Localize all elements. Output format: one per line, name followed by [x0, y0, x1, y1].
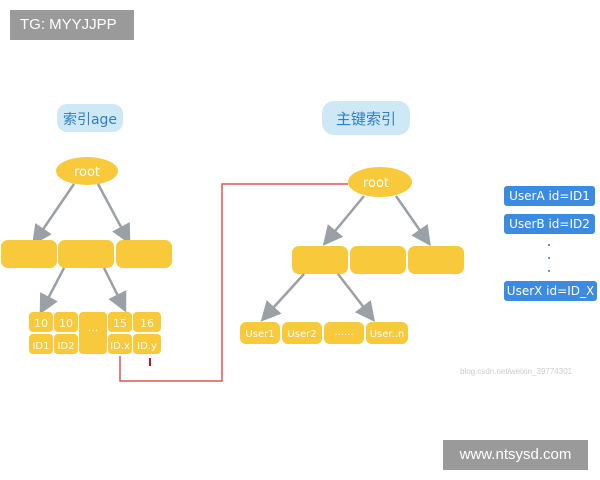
- right-leaf-label: User..n: [370, 329, 405, 340]
- right-leaf-node: [282, 322, 322, 344]
- right-root-label: root: [363, 176, 389, 191]
- ellipsis-dot: [548, 270, 550, 272]
- right-leaf-label: User2: [287, 329, 316, 340]
- left-leaf-id: ID.x: [110, 341, 130, 352]
- left-tree-title-bg: [57, 104, 123, 132]
- right-leaf-node: [324, 322, 364, 344]
- id-map-pill: UserX id=ID_X: [504, 281, 597, 301]
- left-root-edge-left: [32, 183, 76, 246]
- left-root-edge-right: [96, 183, 131, 245]
- left-leaf-key-cell: [29, 312, 53, 332]
- left-leaf-id: ID.y: [137, 341, 157, 352]
- right-leaf-label: User1: [245, 329, 274, 340]
- id-map-pill: UserA id=ID1: [504, 186, 595, 206]
- left-leaf-key: 16: [140, 317, 154, 330]
- right-tree-title: 主键索引: [336, 110, 396, 128]
- left-root-node: [56, 157, 118, 185]
- id-map-pill: UserB id=ID2: [504, 214, 595, 234]
- right-leaf-node: [240, 322, 280, 344]
- ellipsis-dot: [548, 257, 550, 259]
- left-leaf-id: ID2: [57, 341, 74, 352]
- right-root-node: [348, 167, 412, 197]
- site-badge: www.ntsysd.com: [443, 440, 588, 470]
- left-leaf-key-cell: [54, 312, 78, 332]
- right-root-edge-right: [394, 195, 431, 247]
- left-leaf-id-cell: [133, 334, 161, 354]
- right-leaf-node: [366, 322, 408, 344]
- left-leaf-key: 15: [113, 317, 127, 330]
- right-tree-title-bg: [322, 101, 410, 135]
- left-internal-node: [116, 240, 172, 268]
- left-internal-edge-right: [102, 267, 127, 313]
- right-internal-node: [408, 246, 464, 274]
- right-internal-edge-left: [260, 273, 305, 322]
- left-leaf-key: 10: [34, 317, 48, 330]
- left-leaf-ellipsis-cell: [79, 312, 107, 354]
- left-leaf-key: 10: [59, 317, 73, 330]
- source-watermark: blog.csdn.net/weixin_39774301: [460, 367, 573, 376]
- left-internal-node: [1, 240, 57, 268]
- left-leaf-key-cell: [108, 312, 132, 332]
- left-leaf-id-cell: [29, 334, 53, 354]
- right-leaf-label: ......: [334, 327, 353, 338]
- left-leaf-key-cell: [133, 312, 161, 332]
- right-internal-edge-right: [337, 273, 376, 322]
- left-internal-edge-left: [39, 267, 66, 315]
- ellipsis-dot: [548, 244, 550, 246]
- left-internal-node: [58, 240, 114, 268]
- left-leaf-id-cell: [108, 334, 132, 354]
- right-internal-node: [350, 246, 406, 274]
- telegram-badge: TG: MYYJJPP: [10, 10, 134, 40]
- left-leaf-key: ...: [88, 321, 99, 334]
- left-leaf-id: ID1: [32, 341, 49, 352]
- left-root-label: root: [74, 165, 100, 180]
- right-internal-node: [292, 246, 348, 274]
- leaf-to-primary-connector: [119, 183, 348, 382]
- left-leaf-id-cell: [54, 334, 78, 354]
- left-tree-title: 索引age: [63, 111, 117, 128]
- right-root-edge-left: [322, 195, 365, 246]
